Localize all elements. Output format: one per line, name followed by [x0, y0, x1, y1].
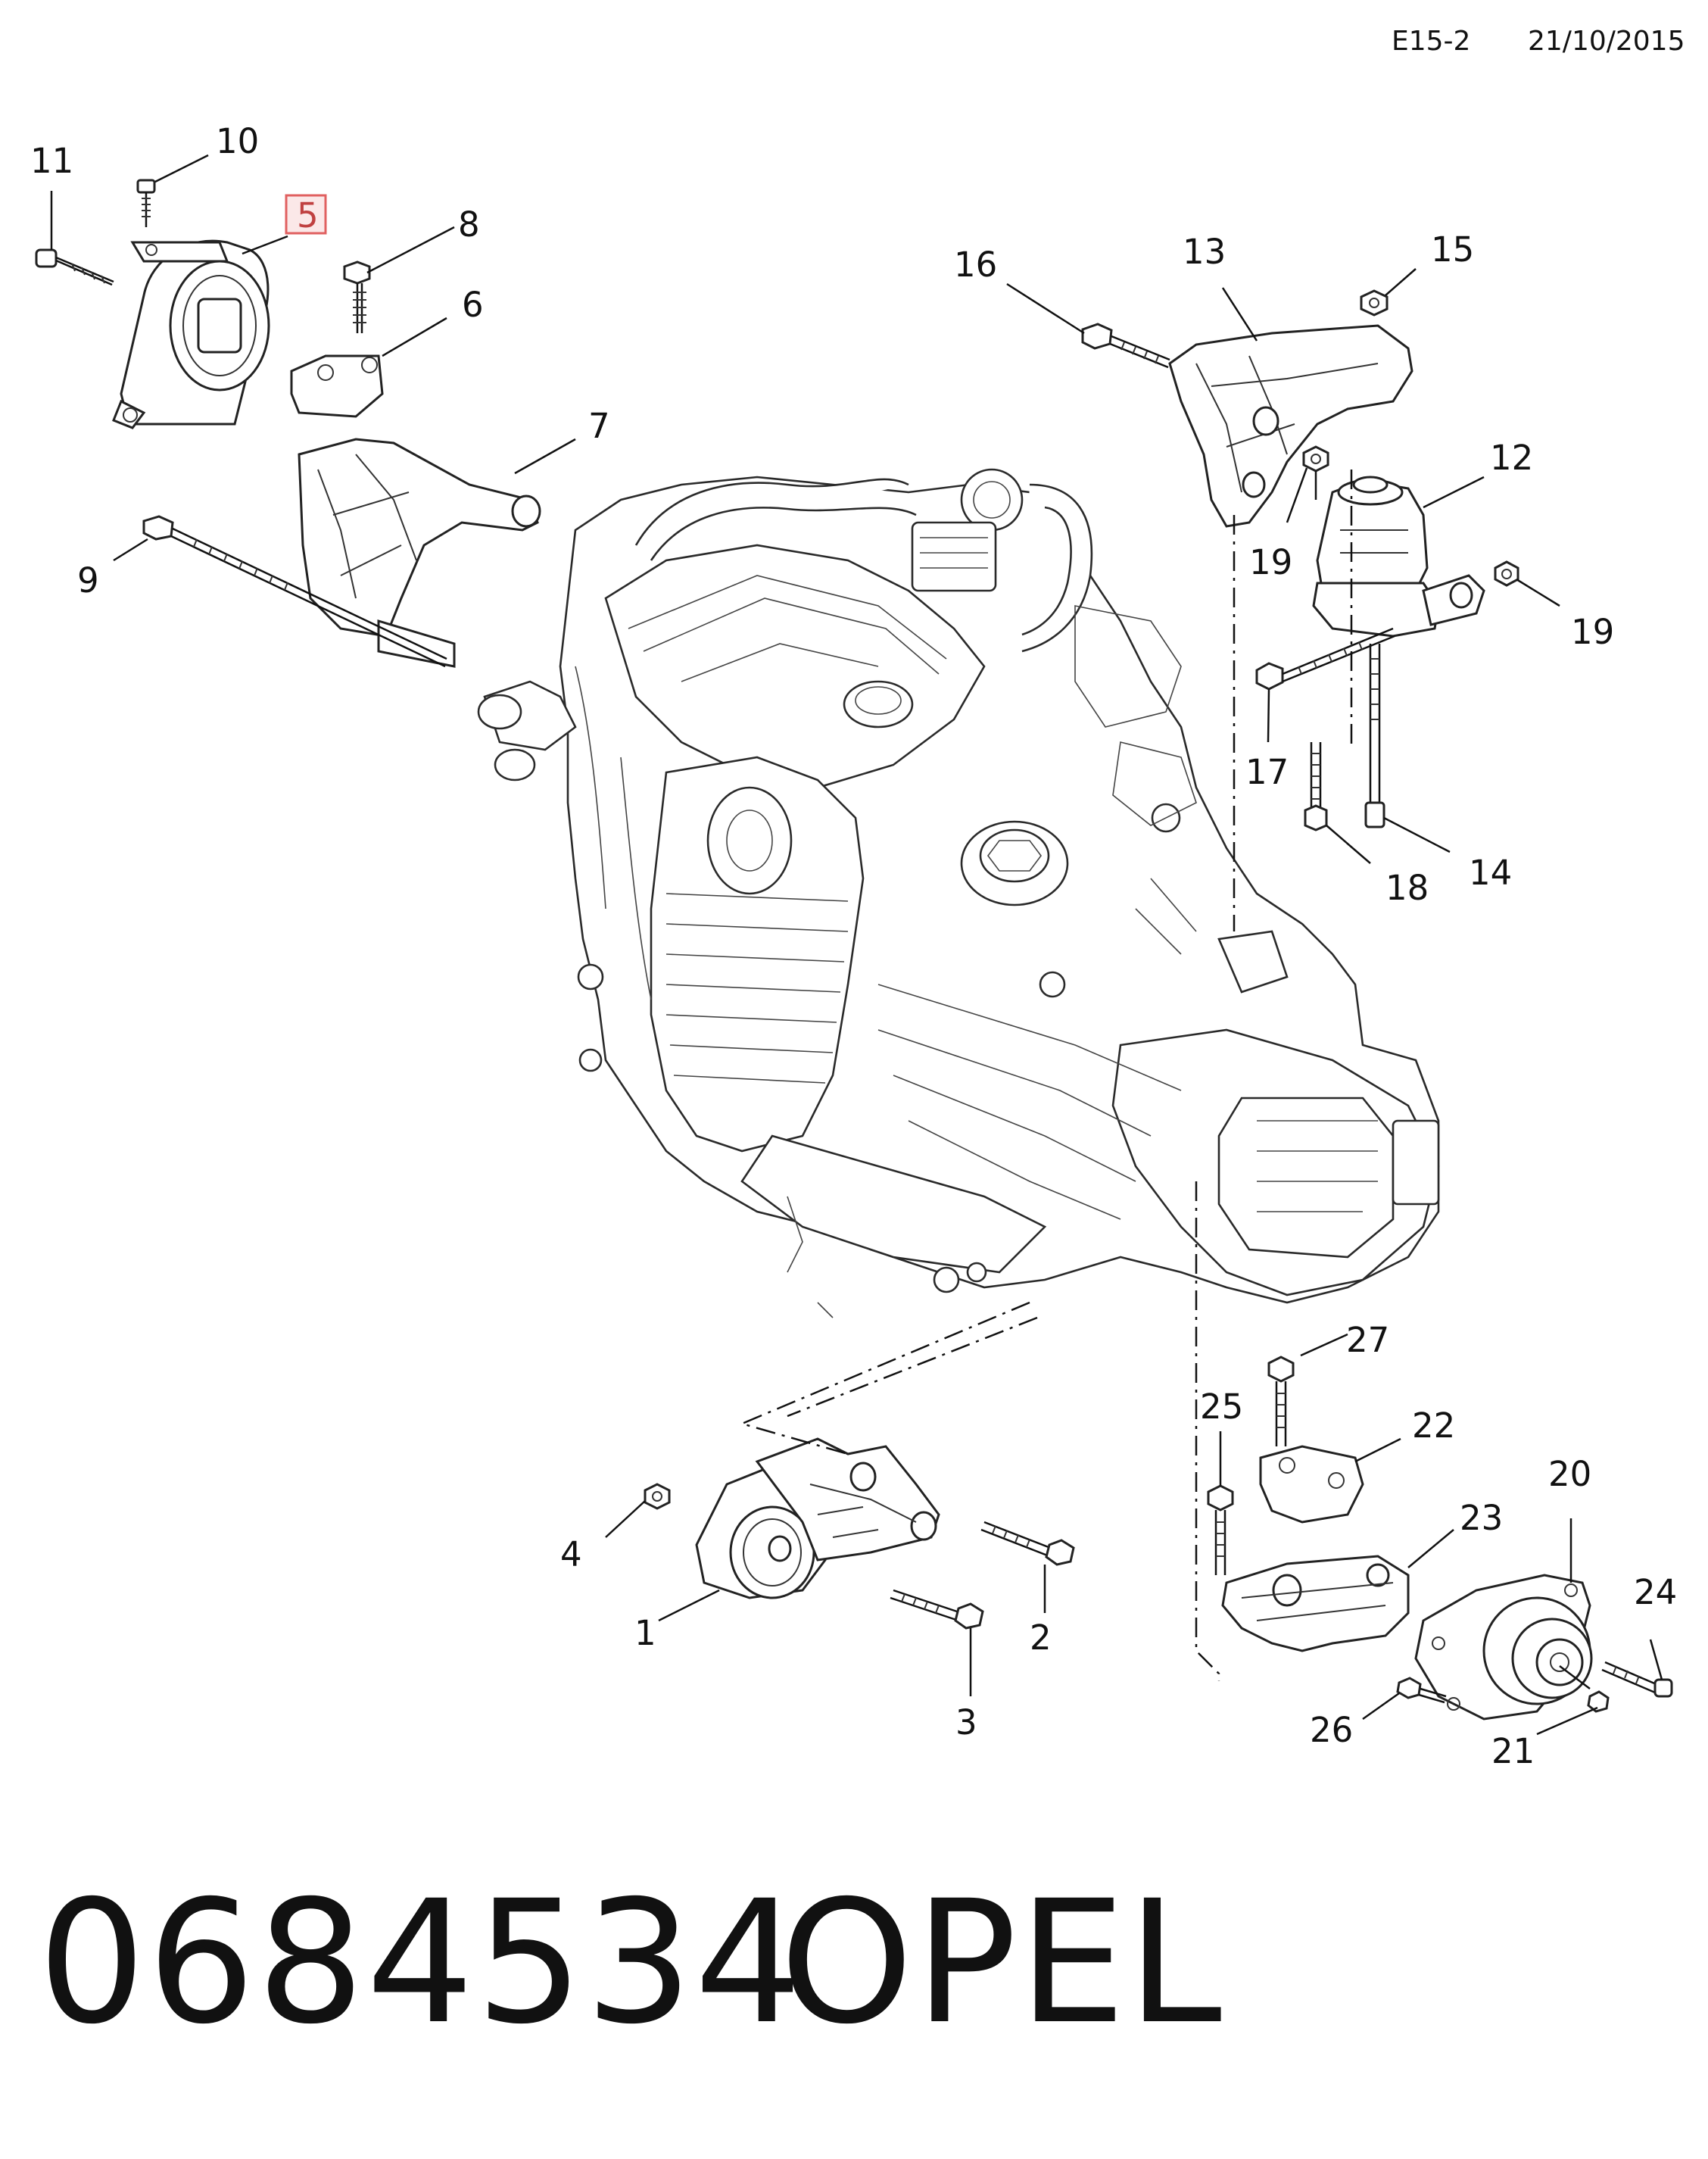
callout-17: 17 — [1245, 752, 1289, 792]
callout-21: 21 — [1491, 1731, 1535, 1771]
part-4-nut[interactable] — [644, 1483, 671, 1510]
callout-1: 1 — [634, 1613, 656, 1653]
part-25-bolt[interactable] — [1207, 1484, 1234, 1575]
callout-10: 10 — [216, 121, 259, 161]
part-17-bolt[interactable] — [1255, 627, 1395, 691]
callout-4: 4 — [560, 1534, 582, 1574]
part-24-bolt[interactable] — [1601, 1661, 1673, 1698]
part-20-engine-mount[interactable] — [1414, 1574, 1593, 1721]
callout-2: 2 — [1030, 1618, 1052, 1658]
callout-27: 27 — [1346, 1320, 1389, 1360]
part-21-bolt[interactable] — [1559, 1665, 1610, 1713]
assembly-guide-lines — [739, 470, 1353, 1681]
part-14-bolt[interactable] — [1364, 644, 1385, 828]
callout-12: 12 — [1490, 438, 1533, 478]
callout-25: 25 — [1200, 1387, 1243, 1427]
part-9-long-bolt[interactable] — [142, 515, 447, 668]
callout-18: 18 — [1385, 868, 1429, 908]
part-2-bolt[interactable] — [980, 1521, 1075, 1566]
part-11-bolt[interactable] — [35, 248, 114, 286]
diagram-date: 21/10/2015 — [1528, 26, 1685, 57]
highlight-box-callout-5 — [285, 194, 327, 235]
callout-7: 7 — [588, 406, 610, 446]
part-6-mount-pad[interactable] — [290, 354, 384, 418]
callout-8: 8 — [458, 204, 480, 245]
part-19-nut-lower[interactable] — [1494, 560, 1519, 587]
callout-leaders — [50, 154, 1663, 1736]
part-number: 0684534 — [38, 1864, 804, 2061]
engine-assembly-illustration — [477, 468, 1440, 1318]
part-18-bolt[interactable] — [1304, 742, 1328, 831]
callout-19-lower: 19 — [1571, 612, 1614, 652]
callout-6: 6 — [462, 285, 484, 325]
section-code: E15-2 — [1392, 26, 1471, 57]
callout-11: 11 — [30, 141, 73, 181]
callout-13: 13 — [1183, 232, 1226, 272]
callout-14: 14 — [1469, 853, 1512, 893]
callout-22: 22 — [1412, 1406, 1455, 1446]
callout-20: 20 — [1548, 1454, 1591, 1494]
part-19-nut-upper[interactable] — [1302, 445, 1329, 500]
callout-26: 26 — [1310, 1710, 1353, 1750]
part-7-bracket[interactable] — [298, 438, 541, 668]
part-5-engine-mount[interactable] — [112, 239, 270, 429]
callout-5[interactable]: 5 — [297, 195, 319, 236]
part-23-bracket[interactable] — [1221, 1555, 1410, 1652]
callout-19-upper: 19 — [1249, 542, 1292, 582]
callout-3: 3 — [955, 1702, 977, 1742]
callout-23: 23 — [1460, 1498, 1503, 1538]
part-3-bolt[interactable] — [890, 1589, 984, 1630]
part-16-bolt[interactable] — [1081, 323, 1170, 369]
callout-15: 15 — [1431, 229, 1474, 270]
part-13-bracket[interactable] — [1168, 324, 1413, 528]
part-1-engine-mount[interactable] — [695, 1437, 940, 1599]
callout-24: 24 — [1634, 1572, 1677, 1612]
callout-16: 16 — [954, 245, 997, 285]
part-10-bolt[interactable] — [136, 179, 156, 227]
part-22-mount-pad[interactable] — [1259, 1445, 1364, 1524]
part-12-engine-mount[interactable] — [1312, 476, 1485, 638]
part-27-bolt[interactable] — [1267, 1356, 1295, 1446]
callout-labels: 11 10 5 8 6 7 9 16 13 15 12 19 19 17 14 … — [30, 121, 1677, 1771]
brand-name: OPEL — [780, 1864, 1223, 2061]
part-8-bolt[interactable] — [343, 261, 371, 333]
callout-9: 9 — [77, 560, 99, 601]
part-15-nut[interactable] — [1360, 289, 1389, 317]
part-26-bolt[interactable] — [1396, 1677, 1447, 1704]
